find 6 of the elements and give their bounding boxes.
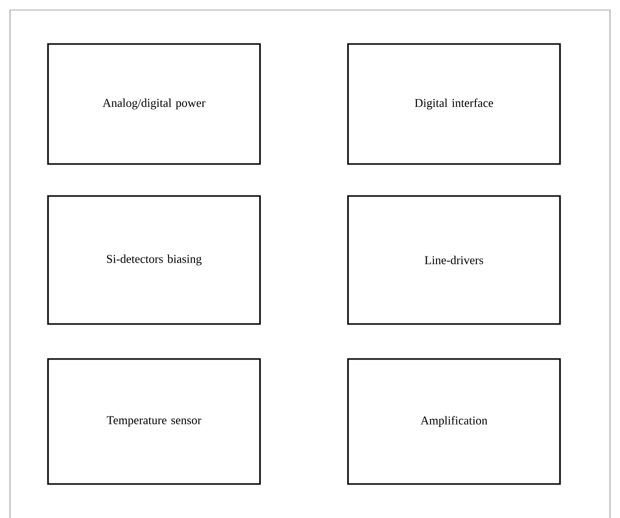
block-box: Line-drivers	[347, 195, 561, 325]
block-box: Digital interface	[347, 43, 561, 165]
block-box: Si-detectors biasing	[47, 195, 261, 325]
block-box: Amplification	[347, 358, 561, 485]
block-box: Analog/digital power	[47, 43, 261, 165]
block-box: Temperature sensor	[47, 358, 261, 485]
